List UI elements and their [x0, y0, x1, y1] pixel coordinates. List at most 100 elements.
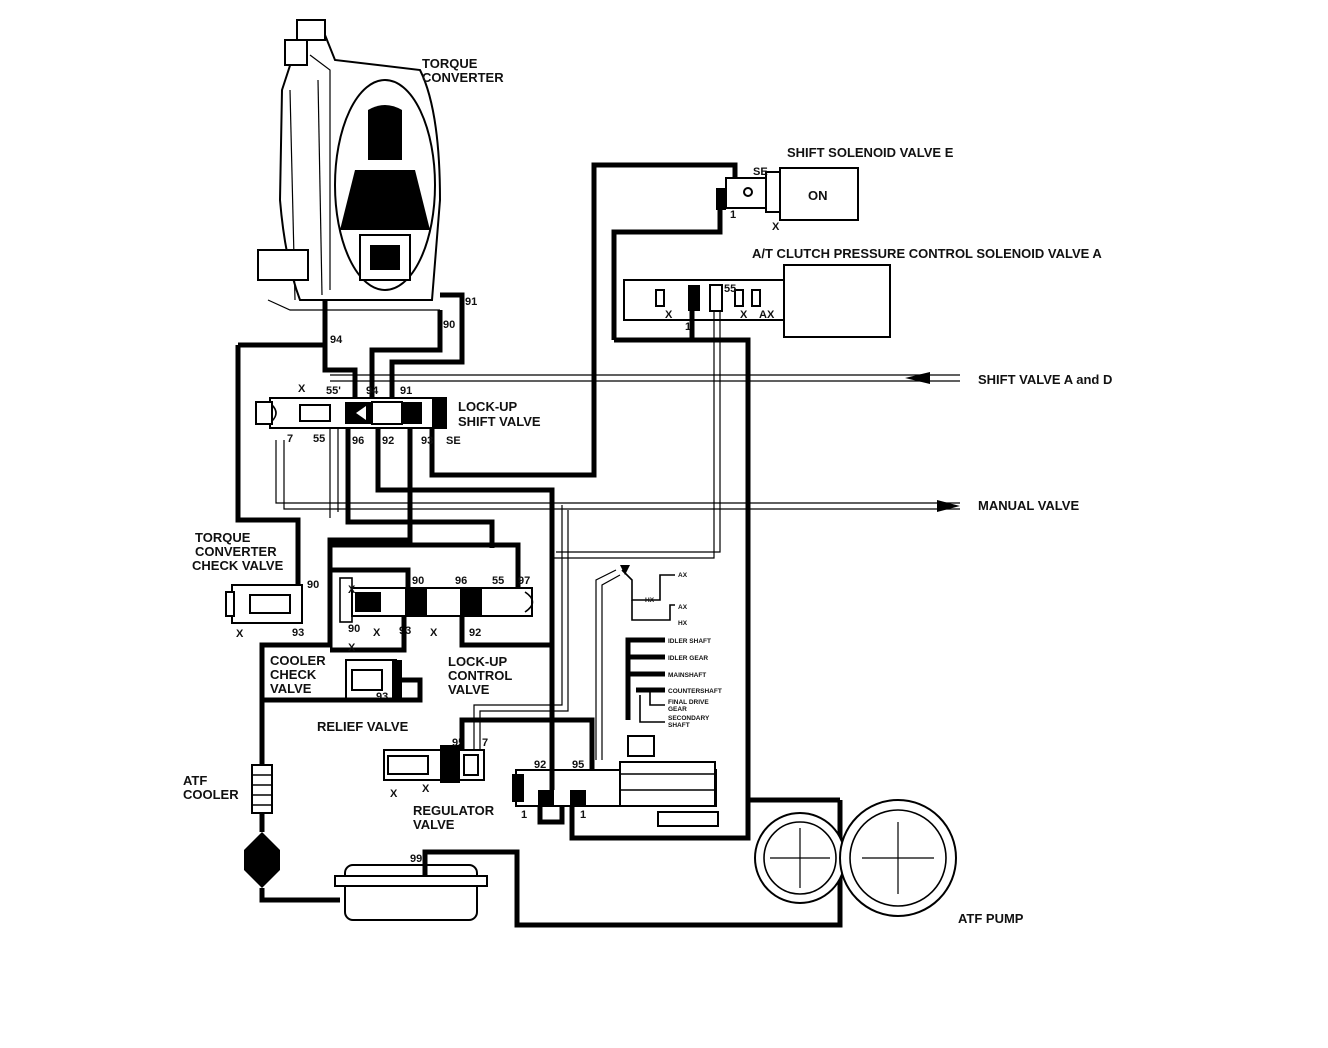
- port-94-top: 94: [330, 334, 343, 346]
- cooler-check-label-3: VALVE: [270, 681, 312, 696]
- torque-converter-check-valve: [225, 584, 303, 624]
- lockup-shift-valve-label-2: SHIFT VALVE: [458, 414, 541, 429]
- port-x-relief: X: [390, 788, 398, 800]
- port-x-sol-a-1: X: [665, 309, 673, 321]
- line-7-relief: [473, 505, 563, 750]
- port-97-lucv: 97: [518, 575, 530, 587]
- lube-idler-shaft: IDLER SHAFT: [668, 638, 711, 645]
- line-55-b: [556, 311, 721, 553]
- line-1-main: [614, 337, 751, 800]
- port-hx-lube-2: HX: [678, 620, 688, 627]
- line-cooler-feed: [259, 677, 423, 770]
- line-92: [375, 428, 555, 790]
- line-95: [459, 717, 595, 770]
- port-95-reg: 95: [572, 759, 584, 771]
- port-1-solenoid-e: 1: [730, 209, 736, 221]
- line-90-left: [235, 345, 301, 600]
- port-96-lucv: 96: [455, 575, 467, 587]
- clutch-pressure-solenoid-a: [623, 264, 891, 338]
- port-90-top: 90: [443, 319, 455, 331]
- lube-final-drive-1: FINAL DRIVE: [668, 699, 709, 706]
- port-94-lsv: 94: [366, 385, 379, 397]
- port-92-lucv: 92: [469, 627, 481, 639]
- port-x-ccv: X: [348, 642, 356, 654]
- port-93-tccv: 93: [292, 627, 304, 639]
- arrow-shift-valve-ad: [905, 372, 930, 384]
- cooler-check-label-2: CHECK: [270, 667, 317, 682]
- port-55-lucv: 55: [492, 575, 504, 587]
- lube-countershaft: COUNTERSHAFT: [668, 688, 722, 695]
- port-55-sol-a: 55: [724, 283, 736, 295]
- lube-secondary-2: SHAFT: [668, 722, 690, 729]
- torque-converter-label-1: TORQUE: [422, 56, 478, 71]
- port-1-reg-b: 1: [580, 809, 586, 821]
- atf-cooler-label-2: COOLER: [183, 787, 239, 802]
- port-ax-sol-a: AX: [759, 309, 775, 321]
- port-ax-lube-1: AX: [678, 572, 688, 579]
- lockup-control-valve-label-2: CONTROL: [448, 668, 512, 683]
- torque-converter: [257, 19, 442, 311]
- tc-check-valve-label-3: CHECK VALVE: [192, 558, 284, 573]
- lockup-shift-valve-label-1: LOCK-UP: [458, 399, 518, 414]
- line-93-lucv: [330, 616, 407, 653]
- tc-check-valve-label-1: TORQUE: [195, 530, 251, 545]
- port-hx-lube-1: HX: [645, 597, 655, 604]
- port-93-lsv: 93: [421, 435, 433, 447]
- lockup-control-valve-label-3: VALVE: [448, 682, 490, 697]
- shift-solenoid-e-label: SHIFT SOLENOID VALVE E: [787, 145, 954, 160]
- line-1-solenoid-e: [611, 208, 723, 340]
- regulator-valve: [512, 735, 719, 827]
- atf-cooler-label-1: ATF: [183, 773, 207, 788]
- port-x-lucv-top: X: [348, 584, 356, 596]
- port-55-lsv: 55: [313, 433, 325, 445]
- port-91-lsv: 91: [400, 385, 412, 397]
- port-92-reg: 92: [534, 759, 546, 771]
- port-96-lsv: 96: [352, 435, 364, 447]
- shift-solenoid-valve-e: [716, 167, 859, 221]
- port-92-lsv: 92: [382, 435, 394, 447]
- relief-valve: [383, 745, 485, 783]
- lube-final-drive-2: GEAR: [668, 706, 687, 713]
- port-90-lucv-b: 90: [348, 623, 360, 635]
- port-x-relief-b: X: [422, 783, 430, 795]
- line-manual-valve-1: [275, 440, 960, 504]
- lube-mainshaft: MAINSHAFT: [668, 672, 706, 679]
- relief-valve-label: RELIEF VALVE: [317, 719, 409, 734]
- line-90-lucv: [328, 567, 411, 588]
- line-se: [429, 162, 738, 478]
- port-1-sol-a: 1: [685, 321, 691, 333]
- atf-cooler: [244, 764, 340, 903]
- shift-valve-ad-label: SHIFT VALVE A and D: [978, 372, 1112, 387]
- port-91-top: 91: [465, 296, 477, 308]
- port-se-lsv: SE: [446, 435, 461, 447]
- port-7-lsv: 7: [287, 433, 293, 445]
- atf-pump: [748, 797, 957, 917]
- arrow-manual-valve: [937, 500, 960, 512]
- lube-secondary-1: SECONDARY: [668, 715, 710, 722]
- port-x-lucv-b: X: [430, 627, 438, 639]
- line-manual-valve-2: [283, 440, 960, 510]
- atf-strainer: [334, 800, 843, 928]
- line-cooler-93: [259, 642, 298, 700]
- manual-valve-label: MANUAL VALVE: [978, 498, 1079, 513]
- line-96: [345, 428, 495, 548]
- lockup-shift-valve: [255, 397, 447, 429]
- port-x-tccv: X: [236, 628, 244, 640]
- port-1-reg: 1: [521, 809, 527, 821]
- port-90-lucv: 90: [412, 575, 424, 587]
- port-ax-lube-2: AX: [678, 604, 688, 611]
- port-x-lucv: X: [373, 627, 381, 639]
- line-93: [298, 428, 413, 648]
- port-x-lsv: X: [298, 383, 306, 395]
- port-90-tccv: 90: [307, 579, 319, 591]
- torque-converter-label-2: CONVERTER: [422, 70, 504, 85]
- cooler-check-valve: [345, 659, 402, 701]
- regulator-valve-label-1: REGULATOR: [413, 803, 495, 818]
- line-94: [322, 300, 358, 400]
- lockup-control-valve-label-1: LOCK-UP: [448, 654, 508, 669]
- line-90-mid: [330, 542, 521, 590]
- line-55-a: [552, 311, 715, 559]
- port-55p-lsv: 55': [326, 385, 341, 397]
- line-7-relief-b: [479, 510, 569, 750]
- lubrication-manifold: [595, 565, 675, 760]
